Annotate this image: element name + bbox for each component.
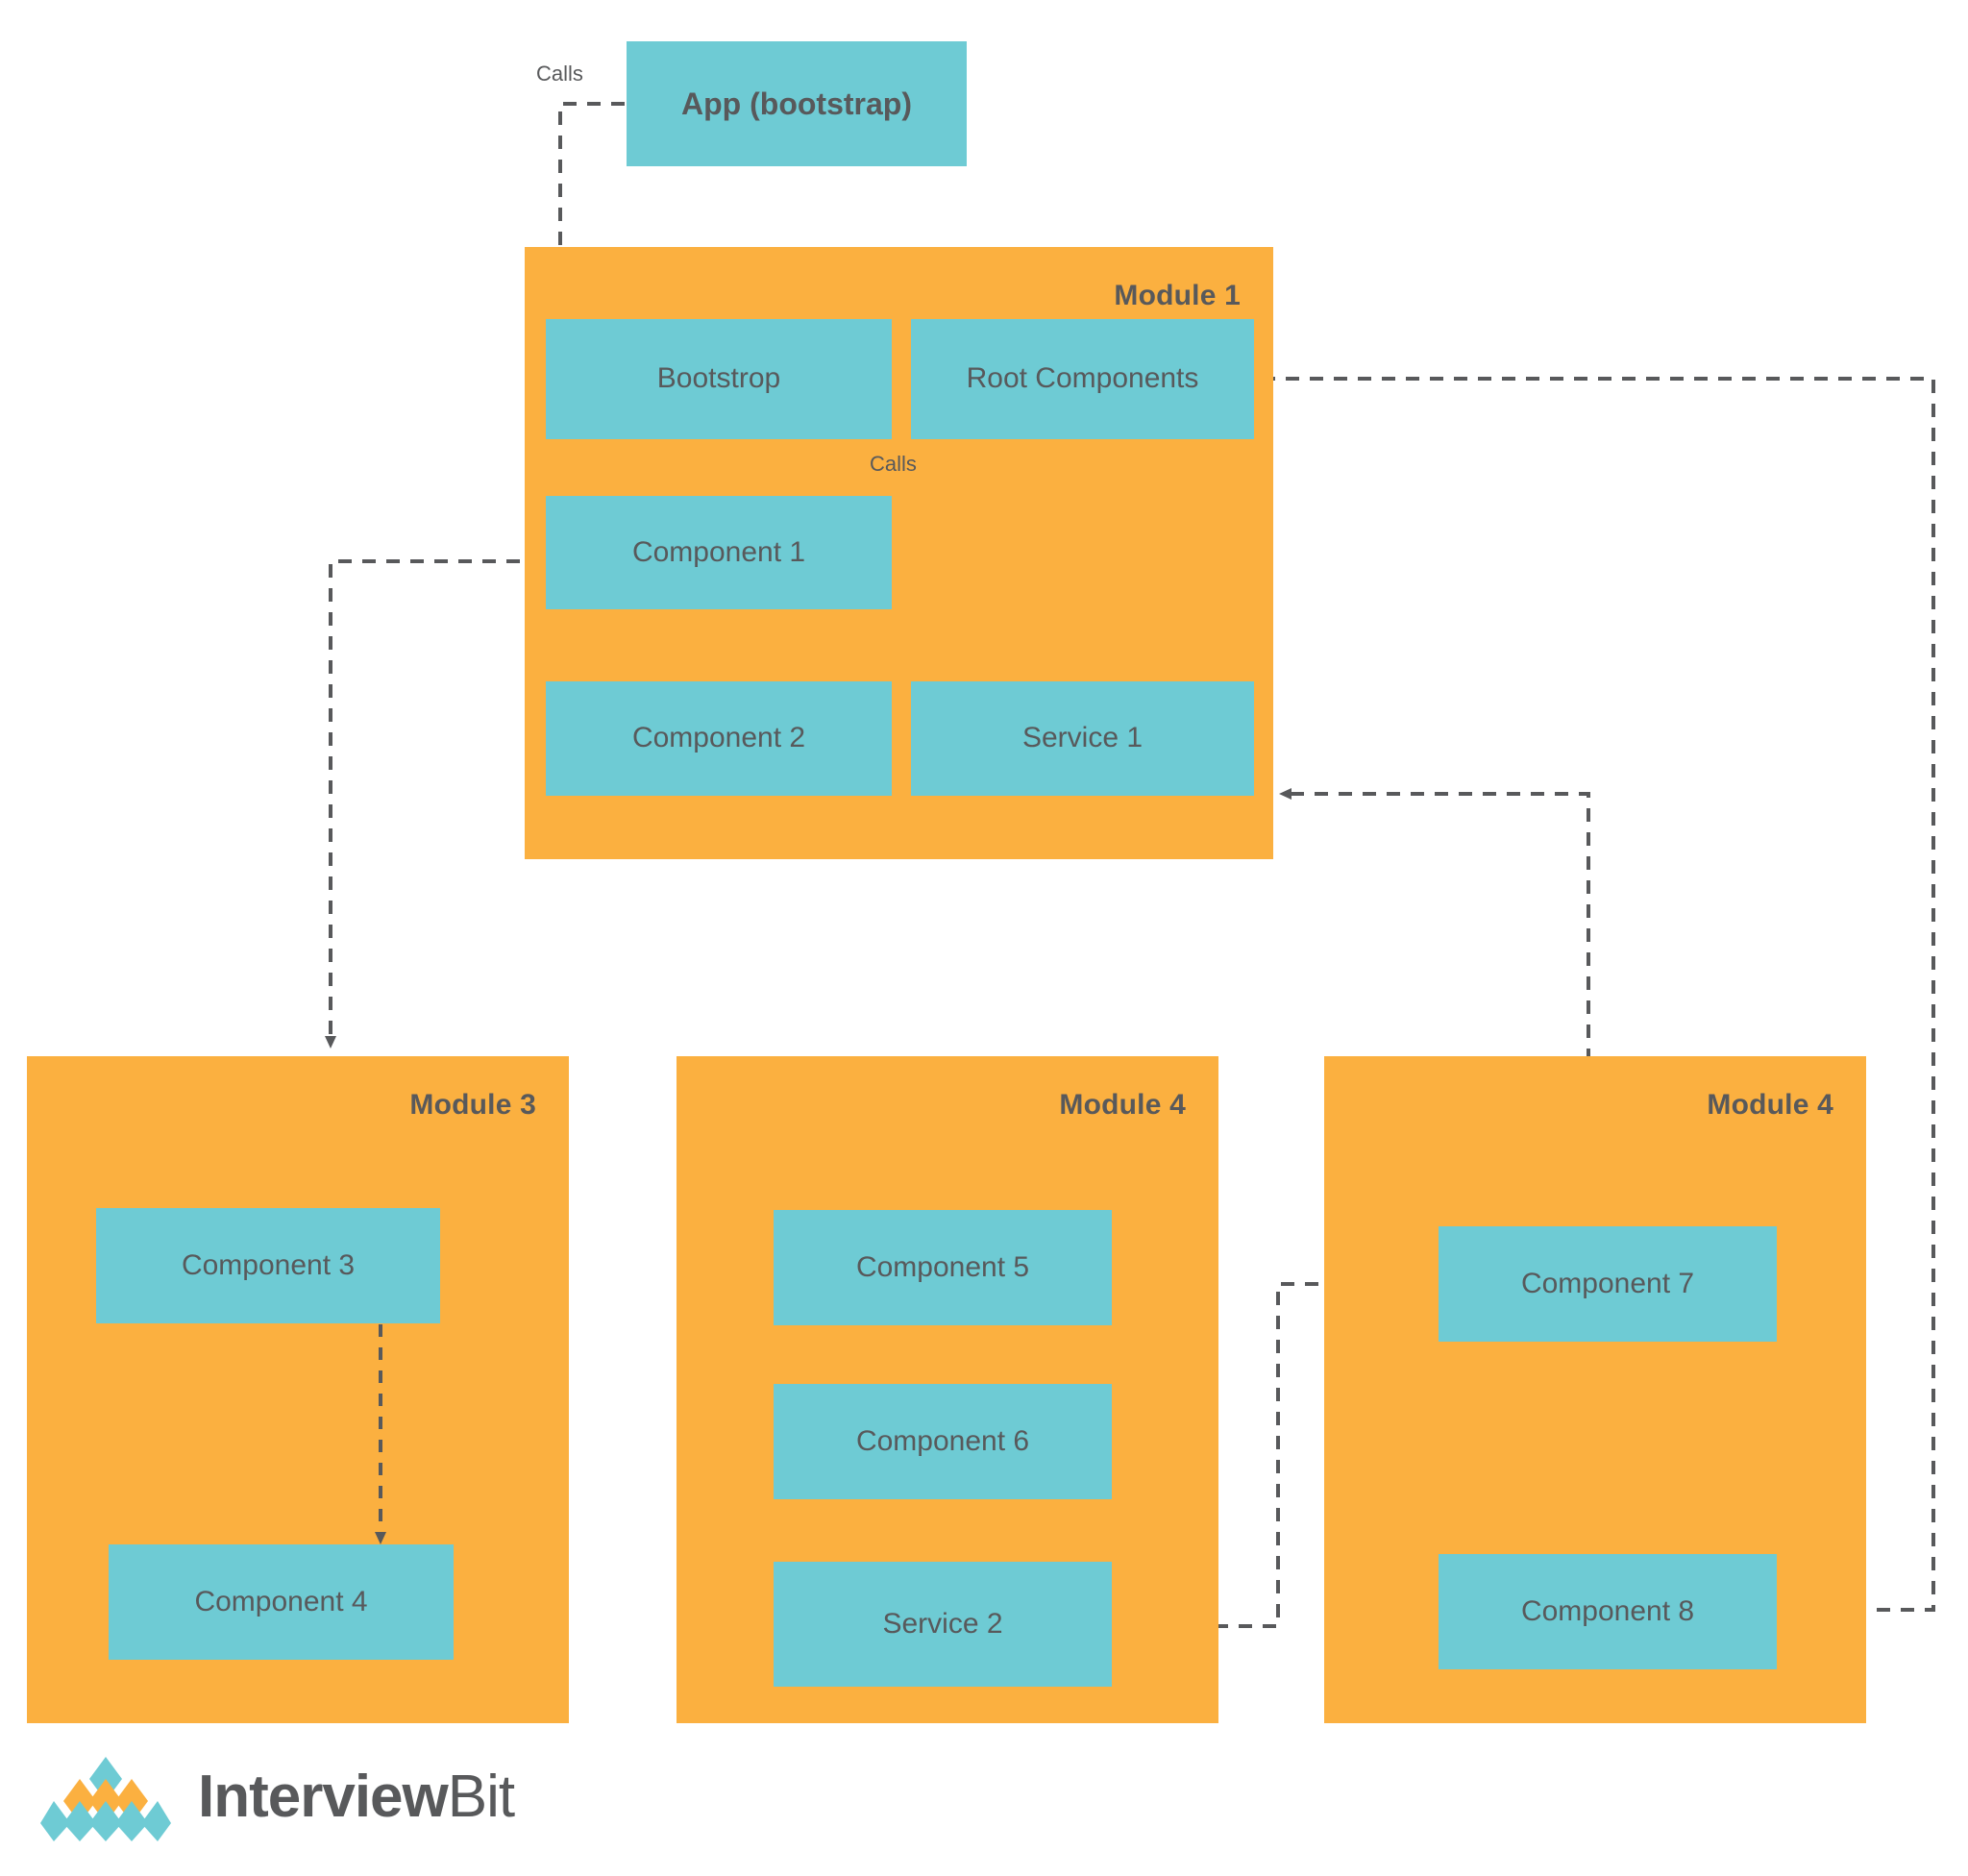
module-4-center-box-component-5-label: Component 5: [855, 1250, 1030, 1283]
module-4-right-box-component-8[interactable]: Component 8: [1439, 1554, 1777, 1669]
module-3-box-component-3-label: Component 3: [181, 1248, 356, 1281]
module-1-box-component-2[interactable]: Component 2: [546, 681, 892, 796]
module-1-box-component-1-label: Component 1: [631, 535, 806, 568]
module-4-center-box-component-6-label: Component 6: [855, 1424, 1030, 1457]
logo-word-interview: Interview: [198, 1764, 449, 1830]
calls-label-app: Calls: [536, 62, 583, 86]
module-3-box-component-4[interactable]: Component 4: [109, 1544, 454, 1660]
module-4-center-box-service-2[interactable]: Service 2: [774, 1562, 1112, 1687]
module-4-right-title: Module 4: [1707, 1089, 1833, 1121]
module-4-center-box-component-6[interactable]: Component 6: [774, 1384, 1112, 1499]
module-1-box-bootstrap-label: Bootstrop: [656, 362, 781, 395]
interviewbit-logo: InterviewBit: [38, 1751, 515, 1843]
interviewbit-wordmark: InterviewBit: [198, 1764, 515, 1830]
module-4-right-box-component-7[interactable]: Component 7: [1439, 1226, 1777, 1342]
logo-word-bit: Bit: [447, 1764, 515, 1830]
module-4-center-box-component-5[interactable]: Component 5: [774, 1210, 1112, 1325]
module-3-box-component-3[interactable]: Component 3: [96, 1208, 440, 1323]
module-1-box-component-1[interactable]: Component 1: [546, 496, 892, 609]
module-1-title: Module 1: [1114, 280, 1241, 311]
module-4-right-box-component-7-label: Component 7: [1520, 1267, 1695, 1299]
module-3-title: Module 3: [409, 1089, 536, 1121]
module-1-box-root-components-label: Root Components: [966, 362, 1199, 395]
interviewbit-logo-mark: [40, 1757, 171, 1841]
module-4-center-box-service-2-label: Service 2: [882, 1607, 1003, 1640]
module-4-center-title: Module 4: [1059, 1089, 1186, 1121]
module-1-box-root-components[interactable]: Root Components: [911, 319, 1254, 439]
module-1-box-component-2-label: Component 2: [631, 722, 806, 754]
app-bootstrap-label: App (bootstrap): [681, 86, 912, 121]
module-1-box-service-1[interactable]: Service 1: [911, 681, 1254, 796]
wire-component1-to-module3: [325, 559, 544, 1049]
module-4-right-box-component-8-label: Component 8: [1520, 1594, 1695, 1627]
calls-label-bootstrap: Calls: [870, 452, 917, 476]
module-1-box-bootstrap[interactable]: Bootstrop: [546, 319, 892, 439]
module-1-box-service-1-label: Service 1: [1021, 722, 1144, 754]
module-3-box-component-4-label: Component 4: [194, 1585, 368, 1617]
app-bootstrap-box[interactable]: App (bootstrap): [627, 41, 967, 166]
